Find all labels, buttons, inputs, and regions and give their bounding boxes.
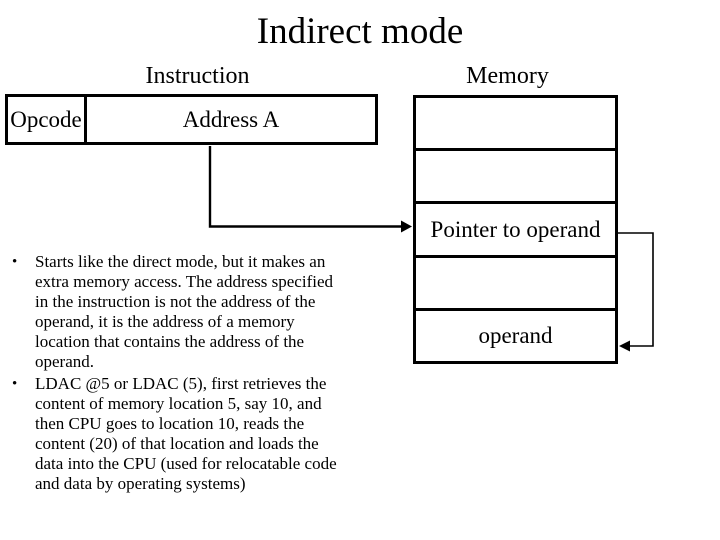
bullet-text-ldac-example: LDAC @5 or LDAC (5), first retrieves the… (35, 374, 337, 493)
page-title: Indirect mode (256, 11, 464, 52)
bullet-list: • Starts like the direct mode, but it ma… (12, 252, 442, 494)
memory-row-3 (416, 258, 615, 311)
pointer-to-operand-return-arrow (617, 232, 654, 352)
memory-row-1 (416, 151, 615, 205)
list-item: • LDAC @5 or LDAC (5), first retrieves t… (12, 374, 442, 494)
memory-table: Pointer to operand operand (413, 95, 618, 364)
memory-row-0 (416, 98, 615, 152)
opcode-cell: Opcode (8, 97, 87, 142)
bullet-icon: • (12, 254, 18, 270)
address-a-cell: Address A (182, 106, 280, 132)
bullet-text-direct-mode: Starts like the direct mode, but it make… (35, 252, 334, 371)
memory-row-operand: operand (478, 322, 553, 348)
list-item: • Starts like the direct mode, but it ma… (12, 252, 442, 372)
address-to-pointer-arrow (208, 146, 412, 233)
memory-label: Memory (466, 63, 549, 89)
bullet-icon: • (12, 376, 18, 392)
instruction-label: Instruction (145, 63, 250, 89)
instruction-box: Opcode Address A (5, 94, 378, 145)
memory-row-pointer-to-operand: Pointer to operand (416, 204, 615, 258)
